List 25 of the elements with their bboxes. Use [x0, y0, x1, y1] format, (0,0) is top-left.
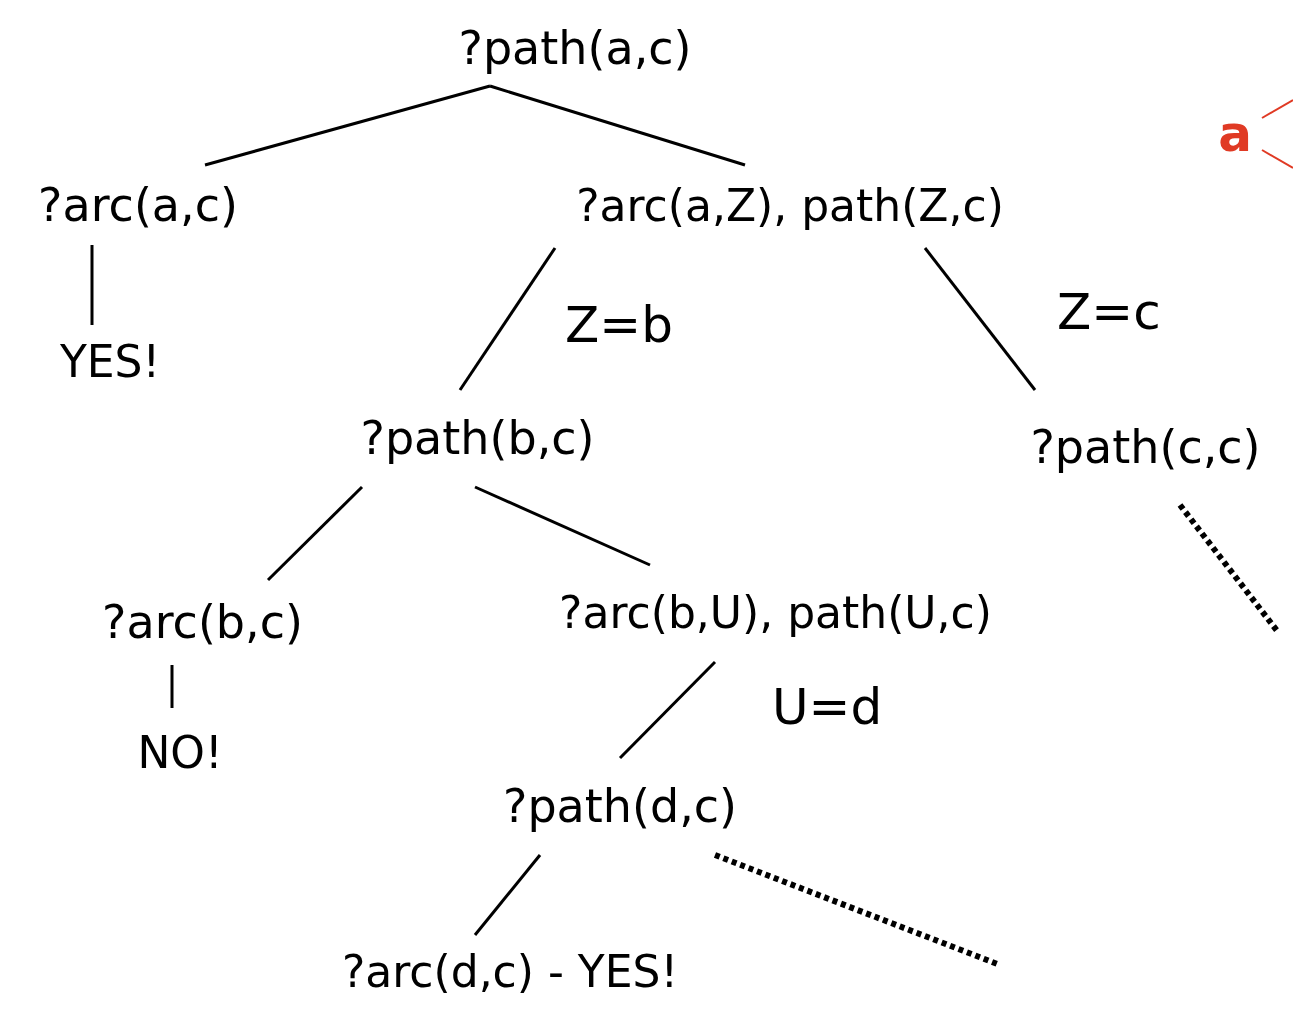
tree-line: [458, 247, 557, 391]
node-label: ?path(a,c): [458, 22, 692, 74]
node-label: ?arc(d,c) - YES!: [341, 948, 679, 997]
node-label: ?arc(a,c): [38, 179, 238, 231]
node-label: ?path(d,c): [503, 781, 737, 832]
node-label: ?path(c,c): [1030, 422, 1261, 473]
node-label: ?path(b,c): [360, 413, 595, 464]
tree-line: [90, 245, 94, 325]
node-label: ?arc(b,U), path(U,c): [559, 589, 992, 638]
tree-line: [266, 485, 364, 582]
node-label: NO!: [137, 728, 223, 778]
tree-line: [489, 84, 746, 167]
tree-line: [618, 660, 717, 760]
tree-line: [1261, 149, 1293, 169]
tree-line: [170, 665, 174, 708]
tree-line: [923, 247, 1037, 391]
node-label: a: [1218, 106, 1252, 162]
node-label: YES!: [59, 338, 161, 387]
dotted-line: [1177, 503, 1281, 634]
node-label: ?arc(a,Z), path(Z,c): [576, 182, 1004, 231]
tree-line: [474, 485, 651, 567]
tree-line: [1261, 99, 1293, 119]
node-label: ?arc(b,c): [102, 597, 303, 648]
tree-line: [204, 84, 491, 167]
tree-line: [473, 854, 542, 936]
